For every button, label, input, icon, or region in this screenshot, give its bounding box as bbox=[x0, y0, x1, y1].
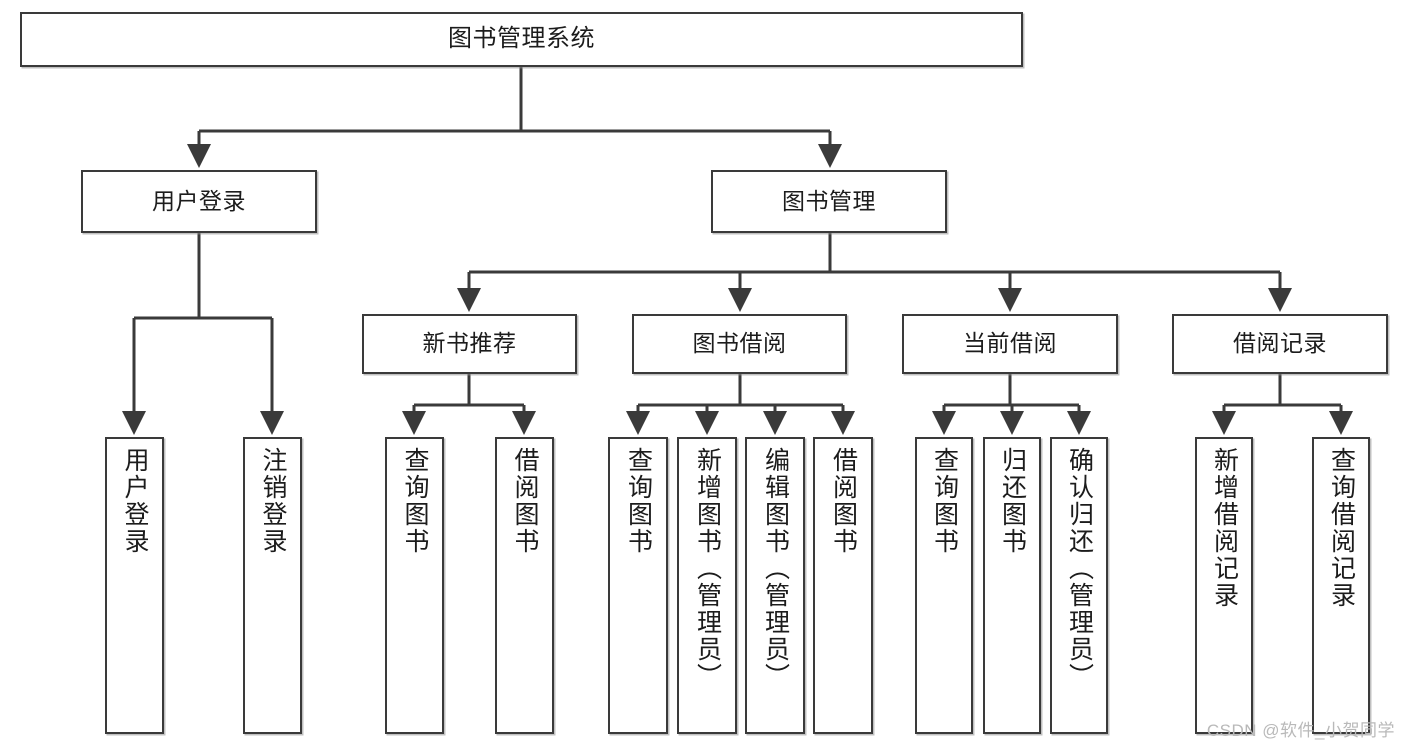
node-label: 用户登录 bbox=[152, 187, 246, 214]
node-label: 查询图书 bbox=[624, 447, 653, 555]
node-label: 新书推荐 bbox=[422, 330, 517, 357]
leaf-current-borrow-query-book[interactable]: 查询图书 bbox=[915, 437, 973, 734]
node-label: 图书管理系统 bbox=[448, 25, 595, 53]
leaf-borrow-record-query-record[interactable]: 查询借阅记录 bbox=[1312, 437, 1370, 734]
leaf-user-login-logout[interactable]: 注销登录 bbox=[243, 437, 302, 734]
node-label: 图书管理 bbox=[782, 187, 876, 214]
node-label: 查询图书 bbox=[401, 447, 429, 555]
node-label: 新增借阅记录 bbox=[1210, 447, 1239, 609]
node-label: 借阅图书 bbox=[511, 447, 539, 555]
node-user-login[interactable]: 用户登录 bbox=[81, 170, 317, 233]
node-label: 注销登录 bbox=[259, 447, 287, 555]
node-label: 用户登录 bbox=[121, 447, 149, 555]
node-label: 确认归还（管理员） bbox=[1065, 447, 1094, 690]
leaf-user-login-login[interactable]: 用户登录 bbox=[105, 437, 164, 734]
node-book-borrow[interactable]: 图书借阅 bbox=[632, 314, 847, 374]
leaf-book-borrow-edit-book-admin[interactable]: 编辑图书（管理员） bbox=[745, 437, 805, 734]
leaf-current-borrow-return-book[interactable]: 归还图书 bbox=[983, 437, 1041, 734]
leaf-book-borrow-borrow-book[interactable]: 借阅图书 bbox=[813, 437, 873, 734]
node-label: 编辑图书（管理员） bbox=[761, 447, 790, 690]
node-label: 图书借阅 bbox=[692, 330, 787, 357]
leaf-book-borrow-add-book-admin[interactable]: 新增图书（管理员） bbox=[677, 437, 737, 734]
node-new-book-recommend[interactable]: 新书推荐 bbox=[362, 314, 577, 374]
leaf-new-book-query-book[interactable]: 查询图书 bbox=[385, 437, 444, 734]
node-label: 归还图书 bbox=[998, 447, 1027, 555]
node-book-management[interactable]: 图书管理 bbox=[711, 170, 947, 233]
leaf-new-book-borrow-book[interactable]: 借阅图书 bbox=[495, 437, 554, 734]
node-label: 查询图书 bbox=[930, 447, 959, 555]
node-label: 查询借阅记录 bbox=[1327, 447, 1356, 609]
node-label: 借阅图书 bbox=[829, 447, 858, 555]
leaf-book-borrow-query-book[interactable]: 查询图书 bbox=[608, 437, 668, 734]
node-current-borrow[interactable]: 当前借阅 bbox=[902, 314, 1118, 374]
node-label: 当前借阅 bbox=[963, 330, 1057, 357]
leaf-borrow-record-add-record[interactable]: 新增借阅记录 bbox=[1195, 437, 1253, 734]
node-borrow-record[interactable]: 借阅记录 bbox=[1172, 314, 1388, 374]
node-root-book-management-system[interactable]: 图书管理系统 bbox=[20, 12, 1023, 67]
leaf-current-borrow-confirm-return-admin[interactable]: 确认归还（管理员） bbox=[1050, 437, 1108, 734]
node-label: 新增图书（管理员） bbox=[693, 447, 722, 690]
watermark-csdn: CSDN @软件_小贺同学 bbox=[1206, 721, 1395, 740]
node-label: 借阅记录 bbox=[1233, 330, 1327, 357]
